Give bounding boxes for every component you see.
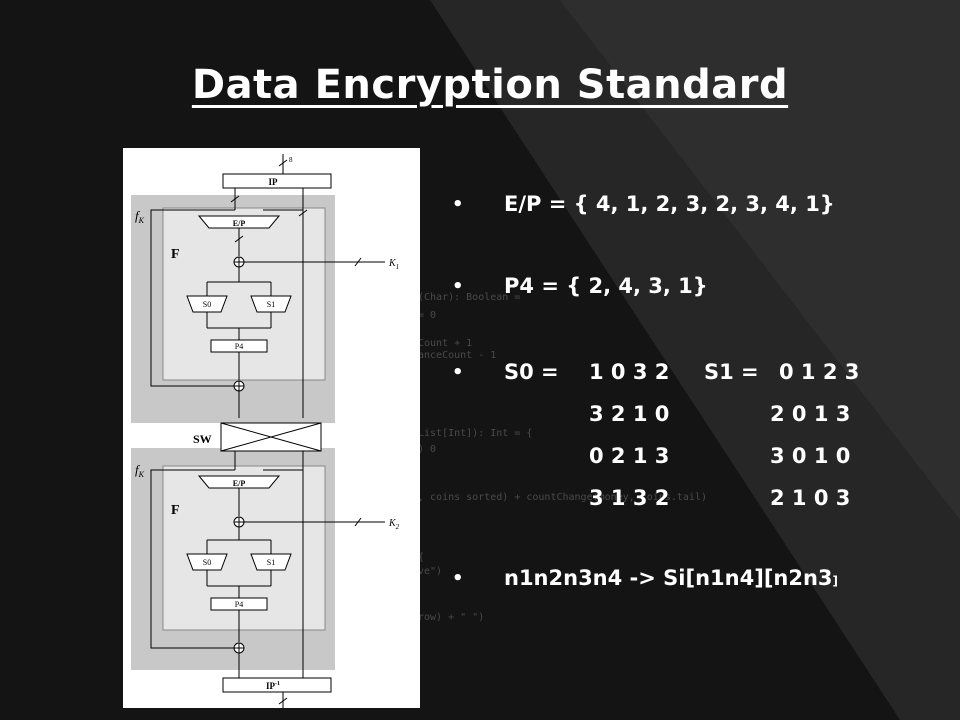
svg-text:S0: S0 (203, 558, 211, 567)
s0-row-3: 0 2 1 3 (589, 444, 670, 468)
s1-row-4: 2 1 0 3 (770, 486, 851, 510)
svg-text:E/P: E/P (233, 219, 246, 228)
background-code: , coins sorted) + countChange(money, coi… (418, 492, 707, 503)
svg-text:E/P: E/P (233, 479, 246, 488)
s0-row-4: 3 1 3 2 (589, 486, 670, 510)
bullet-dot: • (452, 362, 464, 383)
ep-box-1 (197, 215, 281, 229)
s0-label: S0 = (504, 360, 559, 384)
svg-text:S1: S1 (267, 300, 275, 309)
index-text: n1n2n3n4 -> Si[n1n4][n2n3 (504, 566, 833, 590)
s1-row-1: 0 1 2 3 (779, 360, 860, 384)
bullet-list: • E/P = { 4, 1, 2, 3, 2, 3, 4, 1} • P4 =… (452, 192, 860, 590)
ip-box (222, 173, 332, 189)
k2-label: K2 (388, 518, 400, 531)
ip-inverse-label: IP-1 (266, 681, 280, 691)
f-label-2: F (171, 503, 180, 518)
slide-title: Data Encryption Standard (191, 62, 789, 108)
background-code: anceCount - 1 (418, 350, 497, 361)
sw-label: SW (193, 432, 212, 446)
des-diagram: IP 8 fK F E/P K1 S0 S1 (123, 148, 420, 708)
svg-text:S1: S1 (267, 558, 275, 567)
svg-text:P4: P4 (235, 600, 243, 609)
bullet-dot: • (452, 568, 464, 589)
s0-box-1 (186, 295, 228, 313)
ep-box-2 (197, 475, 281, 489)
fk-label-2: fK (135, 462, 145, 479)
s0-row-2: 3 2 1 0 (589, 402, 670, 426)
f-round1-box (162, 207, 326, 381)
background-code: = 0 (418, 310, 437, 321)
s0-row-1: 1 0 3 2 (589, 360, 670, 384)
fk-label-1: fK (135, 208, 145, 225)
s1-row-2: 2 0 1 3 (770, 402, 851, 426)
bullet-dot: • (452, 194, 464, 215)
s0-box-2 (186, 553, 228, 571)
svg-text:P4: P4 (235, 342, 243, 351)
background-code: { (418, 552, 425, 563)
k1-label: K1 (388, 258, 399, 271)
index-bracket: ] (832, 574, 839, 588)
background-code: (Char): Boolean = (418, 292, 521, 303)
s1-box-1 (250, 295, 292, 313)
background-code: List[Int]): Int = { (418, 428, 533, 439)
s1-label: S1 = (704, 360, 759, 384)
background-code: row) + " ") (418, 612, 485, 623)
s1-box-2 (250, 553, 292, 571)
f-label-1: F (171, 247, 180, 262)
svg-text:S0: S0 (203, 300, 211, 309)
background-code: ) 0 (418, 444, 437, 455)
ip-label: IP (269, 177, 279, 187)
ip-bits: 8 (289, 156, 293, 164)
s1-row-3: 3 0 1 0 (770, 444, 851, 468)
ip-inverse-box (222, 677, 332, 693)
bullet-dot: • (452, 276, 464, 297)
background-code: ve") (418, 566, 443, 577)
background-code: Count + 1 (418, 338, 473, 349)
